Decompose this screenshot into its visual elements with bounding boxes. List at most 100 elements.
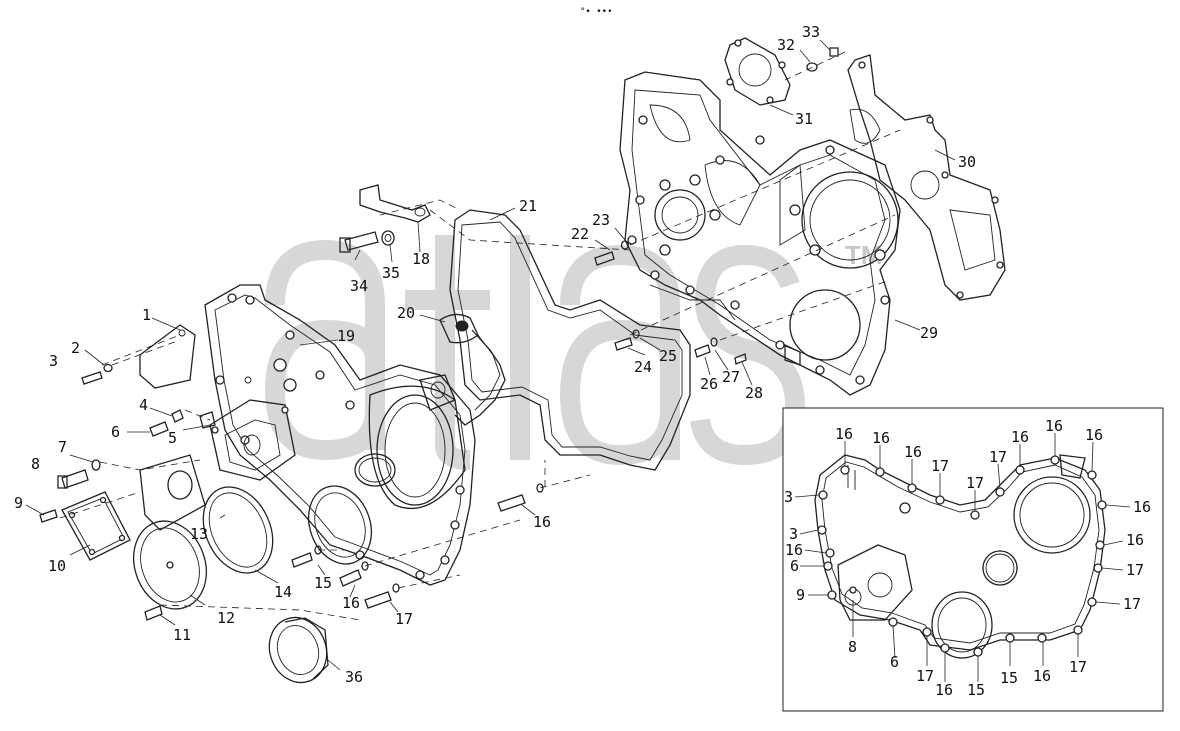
inset-label-20: 3 (789, 525, 798, 543)
inset-label-13: 17 (1069, 658, 1087, 676)
inset-label-8: 16 (1085, 426, 1103, 444)
callout-21: 21 (519, 197, 537, 215)
bracket-1 (139, 324, 196, 389)
front-timing-cover (204, 284, 476, 586)
inset-label-2: 16 (904, 443, 922, 461)
inset-label-0: 16 (835, 425, 853, 443)
inset-label-3: 17 (931, 457, 949, 475)
washer-32 (806, 62, 818, 72)
washer-23 (620, 240, 630, 250)
inset-label-7: 16 (1045, 417, 1063, 435)
rear-gear-housing (619, 71, 901, 396)
bolt-34 (339, 231, 379, 253)
inset-label-19: 3 (784, 488, 793, 506)
callout-24: 24 (634, 358, 652, 376)
seal-plate (139, 454, 206, 531)
callout-22: 22 (571, 225, 589, 243)
callout-19: 19 (337, 327, 355, 345)
inset-label-5: 17 (989, 448, 1007, 466)
bolt-17 (364, 583, 400, 609)
callout-3: 3 (49, 352, 58, 370)
callout-17: 17 (395, 610, 413, 628)
callout-16b: 16 (533, 513, 551, 531)
bolt-4 (171, 409, 184, 423)
bolt-16b (497, 483, 544, 512)
callout-16a: 16 (342, 594, 360, 612)
oil-seal (308, 485, 372, 565)
inset-label-24: 8 (848, 638, 857, 656)
inset-label-9: 16 (1133, 498, 1151, 516)
blank-cover-10 (61, 491, 131, 561)
callout-20: 20 (397, 304, 415, 322)
callout-32: 32 (777, 36, 795, 54)
round-cover-12 (133, 520, 207, 610)
callout-14: 14 (274, 583, 292, 601)
callout-35: 35 (382, 264, 400, 282)
callout-27: 27 (722, 368, 740, 386)
callout-11: 11 (173, 626, 191, 644)
bolt-16 (339, 561, 369, 587)
inset-label-10: 16 (1126, 531, 1144, 549)
callout-8: 8 (31, 455, 40, 473)
inset-label-16: 15 (967, 681, 985, 699)
callout-34: 34 (350, 277, 368, 295)
cover-plate-5 (209, 399, 296, 481)
callout-23: 23 (592, 211, 610, 229)
callout-15: 15 (314, 574, 332, 592)
bolt-24 (614, 337, 633, 351)
inset-detail-view: 16 16 16 17 17 17 16 16 16 16 16 17 17 1… (782, 407, 1164, 712)
inset-label-6: 16 (1011, 428, 1029, 446)
inset-labels: 16 16 16 17 17 17 16 16 16 16 16 17 17 1… (784, 417, 1151, 699)
dowel-28 (734, 353, 747, 365)
callout-5: 5 (168, 429, 177, 447)
bolt-11 (144, 605, 163, 621)
bolt-8 (57, 469, 89, 489)
callout-33: 33 (802, 23, 820, 41)
screw-9 (39, 509, 58, 523)
assembly-lines (59, 129, 901, 621)
inset-label-21: 16 (785, 541, 803, 559)
screw-33 (829, 47, 839, 57)
callout-4: 4 (139, 396, 148, 414)
front-seal-36 (268, 616, 329, 684)
plug (199, 411, 216, 429)
inset-label-17: 16 (935, 681, 953, 699)
bolt-22 (594, 251, 615, 266)
callout-12: 12 (217, 609, 235, 627)
inset-label-18: 17 (916, 667, 934, 685)
washer-35 (381, 230, 395, 246)
bolt-15 (291, 545, 322, 568)
inset-leader-lines (794, 433, 1131, 682)
o-ring (354, 453, 396, 487)
callout-13: 13 (190, 525, 208, 543)
callout-1: 1 (142, 306, 151, 324)
bolt-3 (81, 371, 103, 385)
callout-25: 25 (659, 347, 677, 365)
access-plate (724, 37, 791, 106)
inset-label-14: 16 (1033, 667, 1051, 685)
inset-label-22: 6 (790, 557, 799, 575)
bracket-18 (359, 184, 431, 223)
inset-label-25: 6 (890, 653, 899, 671)
washer-27 (710, 337, 718, 347)
inset-label-23: 9 (796, 586, 805, 604)
washer-7 (91, 459, 101, 471)
inset-label-4: 17 (966, 474, 984, 492)
callout-10: 10 (48, 557, 66, 575)
rear-gasket (847, 54, 1006, 301)
callout-7: 7 (58, 438, 67, 456)
callout-labels: 1 2 3 4 5 6 7 8 9 10 11 12 13 14 15 16 1… (14, 23, 976, 686)
washer-2 (103, 363, 113, 373)
callout-2: 2 (71, 339, 80, 357)
inset-bolt-holes (817, 455, 1107, 657)
callout-36: 36 (345, 668, 363, 686)
callout-28: 28 (745, 384, 763, 402)
bolt-26 (694, 344, 711, 358)
bolt-6 (149, 421, 169, 437)
header-mark: °• ••• (580, 7, 613, 17)
callout-6: 6 (111, 423, 120, 441)
callout-18: 18 (412, 250, 430, 268)
inset-label-1: 16 (872, 429, 890, 447)
callout-26: 26 (700, 375, 718, 393)
